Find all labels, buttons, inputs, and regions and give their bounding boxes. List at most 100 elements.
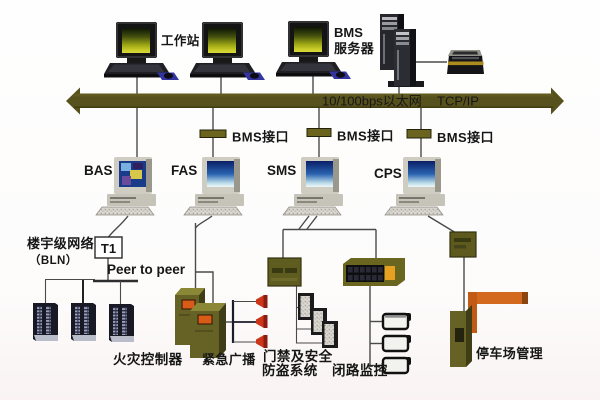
cab2-strip1	[75, 306, 80, 334]
tower1-bay1	[382, 17, 397, 20]
backbone-arrowhead-left	[66, 87, 80, 115]
bas-screen-detail4	[133, 163, 143, 169]
line-bas-t1	[107, 215, 129, 238]
bms-server	[380, 14, 424, 87]
fire-cabinet-2	[71, 303, 96, 341]
speaker-2	[256, 315, 268, 328]
cab1-strip1	[37, 306, 42, 334]
printer-gold-band	[448, 61, 484, 66]
backbone-arrowhead-right	[551, 87, 564, 115]
cm3-body	[381, 356, 410, 375]
bln-label-line2: （BLN）	[29, 253, 78, 267]
line-cps-parking	[427, 215, 457, 234]
broadcast-label: 紧急广播	[202, 352, 256, 367]
fas-case-slot2	[198, 201, 218, 203]
station-pc-sms	[282, 157, 343, 216]
station-label-cps: CPS	[374, 166, 402, 181]
line-sms-split2	[306, 215, 318, 230]
ws2-screen	[208, 28, 236, 53]
bt2-top	[190, 303, 226, 311]
bms-interface-label-3: BMS接口	[437, 130, 494, 145]
matrix-amber-key	[385, 266, 395, 280]
access-label-line1: 门禁及安全	[263, 348, 333, 364]
ws3-monitor-bezel	[288, 21, 329, 57]
station-pc-bas	[95, 157, 156, 216]
ws3-monitor-base	[299, 56, 318, 62]
matrix-module	[348, 267, 353, 273]
barrier-arm-vertical	[468, 292, 477, 333]
broadcast-tower-2	[190, 303, 226, 358]
server-label-line2: 服务器	[334, 41, 375, 56]
matrix-module	[378, 275, 383, 281]
ws1-monitor-bezel	[116, 22, 157, 58]
parking-interface-box	[449, 231, 477, 258]
cps-keyboard	[384, 206, 444, 216]
speaker2-cap	[263, 315, 268, 328]
cps-case-slot	[399, 197, 425, 199]
access-label-line2: 防盗系统	[262, 362, 318, 378]
bms-interface-box-1	[199, 129, 227, 138]
bas-screen-detail2	[130, 170, 142, 179]
cm1-body	[381, 312, 410, 331]
tower1-bay3	[382, 27, 397, 30]
printer	[447, 50, 484, 74]
cps-monitor-side	[435, 159, 441, 192]
access-control-box	[267, 257, 302, 287]
cab3-strip1	[113, 307, 118, 335]
fas-case	[195, 194, 244, 206]
bms-interface-box-3	[406, 129, 432, 139]
ws1-monitor-base	[127, 57, 146, 63]
fas-case-slot	[198, 197, 224, 199]
tower2-bay1	[396, 32, 409, 35]
card-reader-1	[298, 293, 314, 320]
matrix-module	[360, 275, 365, 281]
ws2-mouse	[249, 72, 260, 79]
ws2-monitor-bezel	[202, 22, 243, 58]
barrier-arm-horizontal	[468, 292, 528, 304]
parking-box	[449, 231, 477, 258]
speakers	[256, 295, 268, 348]
bt1-display	[181, 299, 196, 310]
cps-case-slot2	[399, 201, 419, 203]
gate-post-window	[455, 328, 464, 342]
backbone-highlight	[74, 93, 553, 97]
tower2-trim	[397, 50, 399, 80]
workstation-label: 工作站	[161, 33, 200, 48]
matrix-module	[354, 275, 359, 281]
backbone-body	[74, 93, 553, 108]
ws3-keyboard-top	[280, 63, 336, 71]
backbone-shadow	[74, 106, 553, 108]
speaker1-horn	[256, 295, 264, 308]
ws1-keyboard-front	[104, 74, 170, 78]
cab1-strip2	[46, 306, 51, 334]
access-box-text1	[272, 268, 283, 273]
line-sms-split1	[298, 215, 310, 230]
bms-interfaces: BMS接口 BMS接口 BMS接口	[199, 128, 494, 145]
sms-monitor-side	[333, 159, 339, 192]
cctv-monitor-2	[381, 334, 411, 353]
card-readers	[298, 293, 338, 348]
reader2-panel	[313, 311, 323, 332]
gate-post-side	[466, 305, 472, 367]
ws1-screen	[122, 28, 150, 53]
ws1-mouse	[163, 72, 174, 79]
broadcast-towers	[175, 288, 226, 358]
t1-label: T1	[101, 241, 116, 256]
matrix-module	[354, 267, 359, 273]
bms-interface-box-2	[306, 128, 332, 137]
matrix-module	[372, 275, 377, 281]
server-tower-front	[388, 29, 424, 87]
bt2-display	[197, 314, 213, 325]
ws3-mouse	[335, 71, 346, 78]
matrix-module	[372, 267, 377, 273]
workstation-3	[276, 21, 351, 79]
speaker-3	[256, 335, 268, 348]
tower2-bay3	[396, 42, 409, 45]
bln-label-line1: 楼宇级网络	[27, 236, 94, 251]
fire-controllers	[33, 303, 134, 342]
cps-screen	[408, 161, 435, 187]
bms-interface-label-1: BMS接口	[232, 130, 289, 145]
ws2-keyboard-front	[190, 74, 256, 78]
matrix-module	[366, 267, 371, 273]
